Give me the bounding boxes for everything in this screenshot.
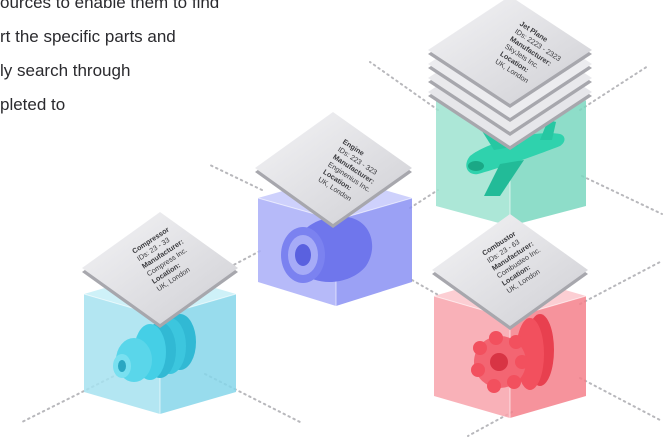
compressor-icon	[113, 314, 196, 382]
connector-jet-right	[579, 65, 649, 111]
compressor-node: Compressor IDs: 23 - 33 Manufacturer: Co…	[82, 212, 238, 414]
jet-plane-node: Jet Plane IDs: 2223 - 2323 Manufacturer:…	[428, 0, 592, 226]
combustor-tag: Combustor IDs: 23 - 63 Manufacturer: Com…	[432, 214, 588, 330]
intro-text: ources to enable them to find rt the spe…	[0, 0, 400, 130]
combustor-icon	[471, 314, 554, 393]
connector-combustor-lower-right	[579, 377, 661, 421]
connector-engine-jet	[409, 189, 439, 209]
engine-node: Engine IDs: 223 - 323 Manufacturer: Engi…	[255, 112, 413, 306]
intro-line-2: rt the specific parts and	[0, 27, 176, 46]
intro-line-1: ources to enable them to find	[0, 0, 220, 12]
compressor-tag: Compressor IDs: 23 - 33 Manufacturer: Co…	[82, 212, 238, 328]
connector-jet-left	[369, 61, 439, 111]
connector-engine-left	[209, 164, 263, 191]
intro-line-4: pleted to	[0, 95, 66, 114]
connector-jet-lower-right	[581, 175, 663, 215]
connector-engine-combustor	[411, 279, 441, 297]
intro-line-3: ly search through	[0, 61, 131, 80]
connector-combustor-right	[579, 261, 661, 305]
engine-icon	[281, 216, 373, 283]
jet-plane-tag-stack: Jet Plane IDs: 2223 - 2323 Manufacturer:…	[428, 0, 592, 150]
engine-tag: Engine IDs: 223 - 323 Manufacturer: Engi…	[255, 112, 412, 228]
combustor-node: Combustor IDs: 23 - 63 Manufacturer: Com…	[432, 214, 588, 418]
